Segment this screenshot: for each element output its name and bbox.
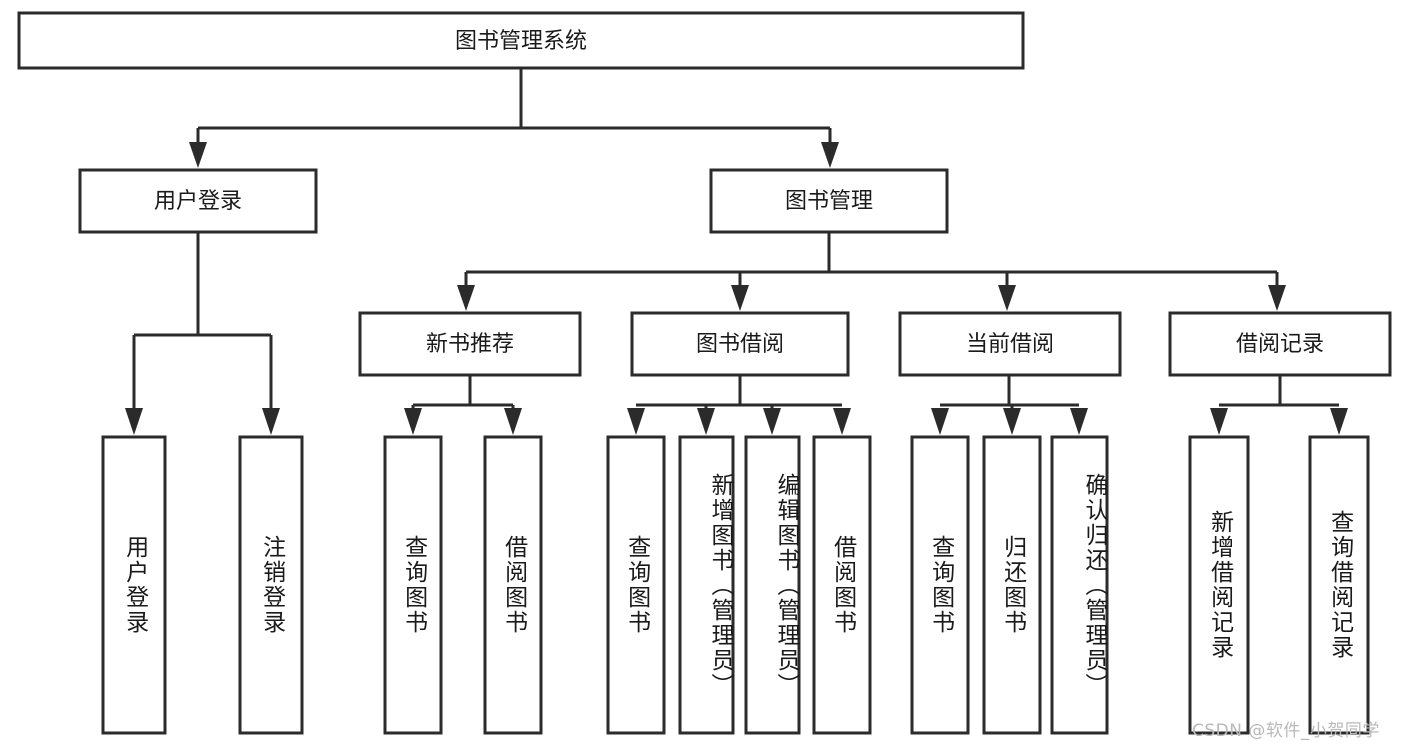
arrow-head-leaf-query-book-3 bbox=[931, 408, 949, 435]
node-leaf-query-book-2-box[interactable] bbox=[606, 435, 666, 735]
node-borrow-record-label: 借阅记录 bbox=[1236, 332, 1324, 357]
node-book-borrow[interactable]: 图书借阅 bbox=[630, 311, 850, 377]
node-new-book-recommend[interactable]: 新书推荐 bbox=[358, 311, 582, 377]
node-root-label: 图书管理系统 bbox=[455, 29, 587, 54]
node-leaf-query-record-box[interactable] bbox=[1308, 435, 1370, 735]
arrow-head-book-borrow bbox=[731, 285, 749, 311]
arrow-head-leaf-add-book bbox=[697, 408, 715, 435]
node-leaf-add-record-box[interactable] bbox=[1188, 435, 1250, 735]
node-book-borrow-label: 图书借阅 bbox=[696, 332, 784, 357]
node-leaf-edit-book-box[interactable] bbox=[744, 435, 801, 735]
arrow-head-leaf-edit-book bbox=[763, 408, 781, 435]
node-leaf-borrow-book-1-box[interactable] bbox=[483, 435, 543, 735]
node-book-manage-box[interactable] bbox=[709, 168, 949, 234]
connectors-group bbox=[125, 68, 1348, 435]
node-borrow-record[interactable]: 借阅记录 bbox=[1168, 311, 1392, 377]
arrow-head-user-login bbox=[189, 142, 207, 168]
arrow-head-leaf-add-record bbox=[1210, 408, 1228, 435]
node-root[interactable]: 图书管理系统 bbox=[17, 11, 1025, 70]
arrow-head-leaf-logout bbox=[262, 408, 280, 435]
arrow-head-leaf-borrow-book-2 bbox=[833, 408, 851, 435]
node-leaf-add-book-box[interactable] bbox=[678, 435, 735, 735]
node-leaf-borrow-book-2-box[interactable] bbox=[812, 435, 872, 735]
node-root-box[interactable] bbox=[17, 11, 1025, 70]
arrow-head-current-borrow bbox=[998, 285, 1016, 311]
node-user-login-box[interactable] bbox=[78, 168, 318, 234]
node-current-borrow[interactable]: 当前借阅 bbox=[898, 311, 1122, 377]
node-user-login[interactable]: 用户登录 bbox=[78, 168, 318, 234]
arrow-head-leaf-return-book bbox=[1003, 408, 1021, 435]
node-borrow-record-box[interactable] bbox=[1168, 311, 1392, 377]
arrow-head-leaf-query-book-1 bbox=[404, 408, 422, 435]
node-new-book-recommend-label: 新书推荐 bbox=[426, 332, 514, 357]
arrow-head-leaf-user-login bbox=[125, 408, 143, 435]
node-leaf-query-book-3-box[interactable] bbox=[910, 435, 970, 735]
node-leaf-return-book-box[interactable] bbox=[982, 435, 1042, 735]
node-new-book-recommend-box[interactable] bbox=[358, 311, 582, 377]
node-current-borrow-label: 当前借阅 bbox=[966, 332, 1054, 357]
arrow-head-leaf-borrow-book-1 bbox=[504, 408, 522, 435]
arrow-head-book-manage bbox=[821, 142, 839, 168]
node-leaf-logout-box[interactable] bbox=[238, 435, 304, 735]
node-book-manage-label: 图书管理 bbox=[785, 189, 873, 214]
node-leaf-confirm-return-box[interactable] bbox=[1050, 435, 1109, 735]
arrow-head-new-book-recommend bbox=[457, 285, 475, 311]
arrow-head-leaf-query-book-2 bbox=[627, 408, 645, 435]
node-user-login-label: 用户登录 bbox=[154, 189, 242, 214]
leaf-boxes-group bbox=[101, 435, 1370, 735]
arrow-head-leaf-query-record bbox=[1330, 408, 1348, 435]
node-leaf-user-login-box[interactable] bbox=[101, 435, 167, 735]
arrow-head-borrow-record bbox=[1268, 285, 1286, 311]
node-current-borrow-box[interactable] bbox=[898, 311, 1122, 377]
node-leaf-query-book-1-box[interactable] bbox=[383, 435, 443, 735]
node-book-borrow-box[interactable] bbox=[630, 311, 850, 377]
node-book-manage[interactable]: 图书管理 bbox=[709, 168, 949, 234]
arrow-head-leaf-confirm-return bbox=[1070, 408, 1088, 435]
csdn-watermark: CSDN @软件_小贺同学 bbox=[1192, 721, 1380, 741]
